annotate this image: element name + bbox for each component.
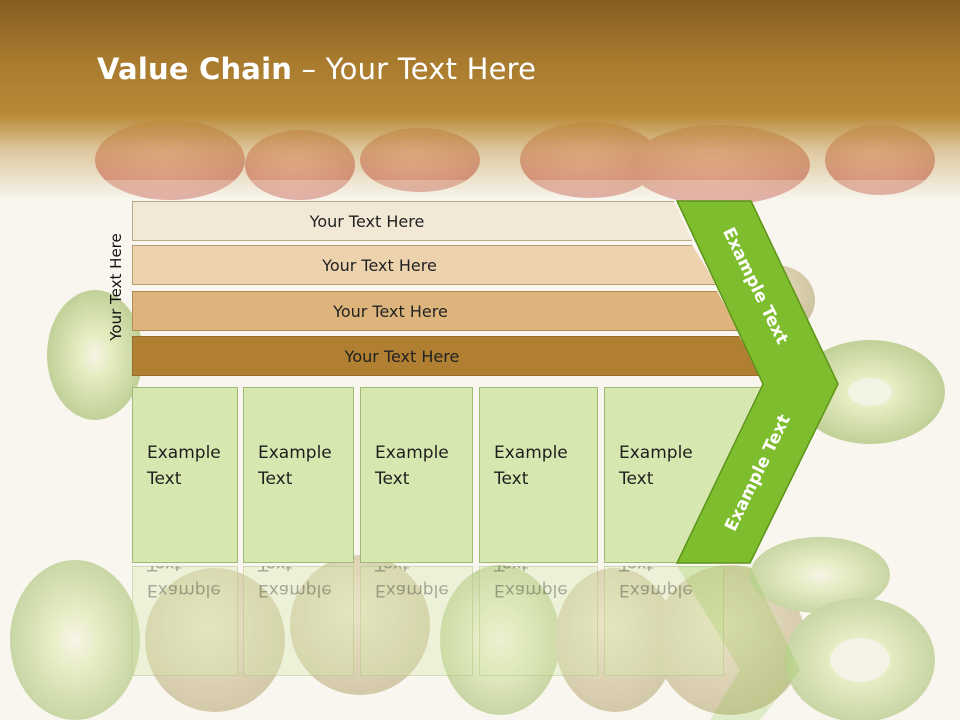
box-3-line-2: Text <box>375 469 410 489</box>
box-1-line-1: Example <box>147 443 221 463</box>
bar-1: Your Text Here <box>132 201 692 241</box>
box-4-line-2: Text <box>494 469 529 489</box>
box-4-line-1: Example <box>494 443 568 463</box>
bar-3-label: Your Text Here <box>333 301 448 321</box>
vertical-side-label: Your Text Here <box>107 233 125 341</box>
bar-2-label: Your Text Here <box>322 255 437 275</box>
activity-box-1: Example Text <box>132 387 238 563</box>
bar-2: Your Text Here <box>132 245 717 285</box>
bar-4: Your Text Here <box>132 336 762 376</box>
bar-4-label: Your Text Here <box>344 346 460 366</box>
header-band <box>0 0 960 200</box>
box-2-line-1: Example <box>258 443 332 463</box>
activity-box-2: Example Text <box>243 387 354 563</box>
bar-1-label: Your Text Here <box>309 211 425 231</box>
box-1-line-2: Text <box>147 469 182 489</box>
activity-box-3: Example Text <box>360 387 473 563</box>
title-bold: Value Chain <box>97 52 293 86</box>
box-5-line-1: Example <box>619 443 693 463</box>
title-rest: – Your Text Here <box>292 52 537 86</box>
bar-3: Your Text Here <box>132 291 739 331</box>
activity-box-4: Example Text <box>479 387 598 563</box>
box-3-line-1: Example <box>375 443 449 463</box>
box-5-line-2: Text <box>619 469 654 489</box>
slide-title: Value Chain – Your Text Here <box>97 52 536 86</box>
box-2-line-2: Text <box>258 469 293 489</box>
